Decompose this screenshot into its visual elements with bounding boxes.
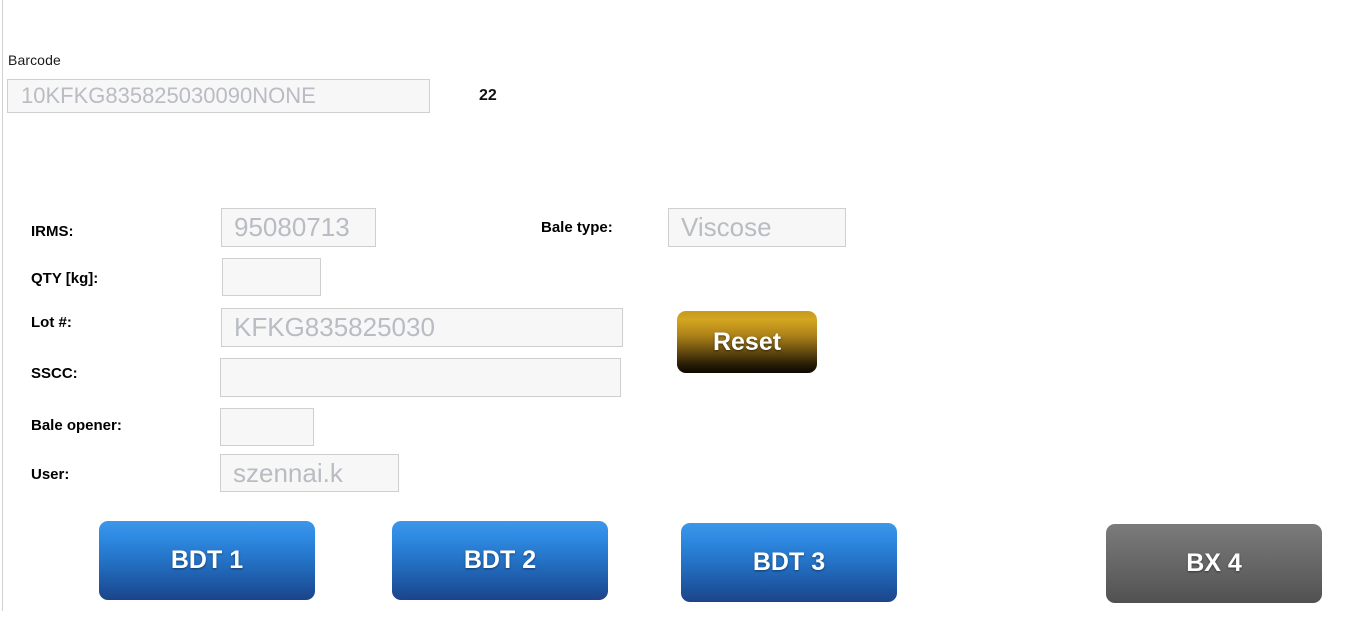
barcode-label: Barcode [8, 52, 61, 68]
user-input[interactable]: szennai.k [220, 454, 399, 492]
bdt-1-button[interactable]: BDT 1 [99, 521, 315, 600]
bale-opener-input[interactable] [220, 408, 314, 446]
bale-opener-label: Bale opener: [31, 417, 122, 434]
bdt-3-button[interactable]: BDT 3 [681, 523, 897, 602]
lot-input[interactable]: KFKG835825030 [221, 308, 623, 347]
qty-input[interactable] [222, 258, 321, 296]
barcode-count: 22 [479, 87, 497, 104]
panel-left-divider [2, 0, 3, 611]
irms-input[interactable]: 95080713 [221, 208, 376, 247]
bdt-2-button[interactable]: BDT 2 [392, 521, 608, 600]
qty-label: QTY [kg]: [31, 270, 99, 287]
user-label: User: [31, 466, 70, 483]
bale-type-label: Bale type: [541, 219, 613, 236]
bx-4-button[interactable]: BX 4 [1106, 524, 1322, 603]
lot-label: Lot #: [31, 314, 72, 331]
reset-button[interactable]: Reset [677, 311, 817, 373]
irms-label: IRMS: [31, 223, 74, 240]
barcode-input[interactable]: 10KFKG835825030090NONE [7, 79, 430, 113]
bale-type-input[interactable]: Viscose [668, 208, 846, 247]
sscc-input[interactable] [220, 358, 621, 397]
sscc-label: SSCC: [31, 365, 78, 382]
